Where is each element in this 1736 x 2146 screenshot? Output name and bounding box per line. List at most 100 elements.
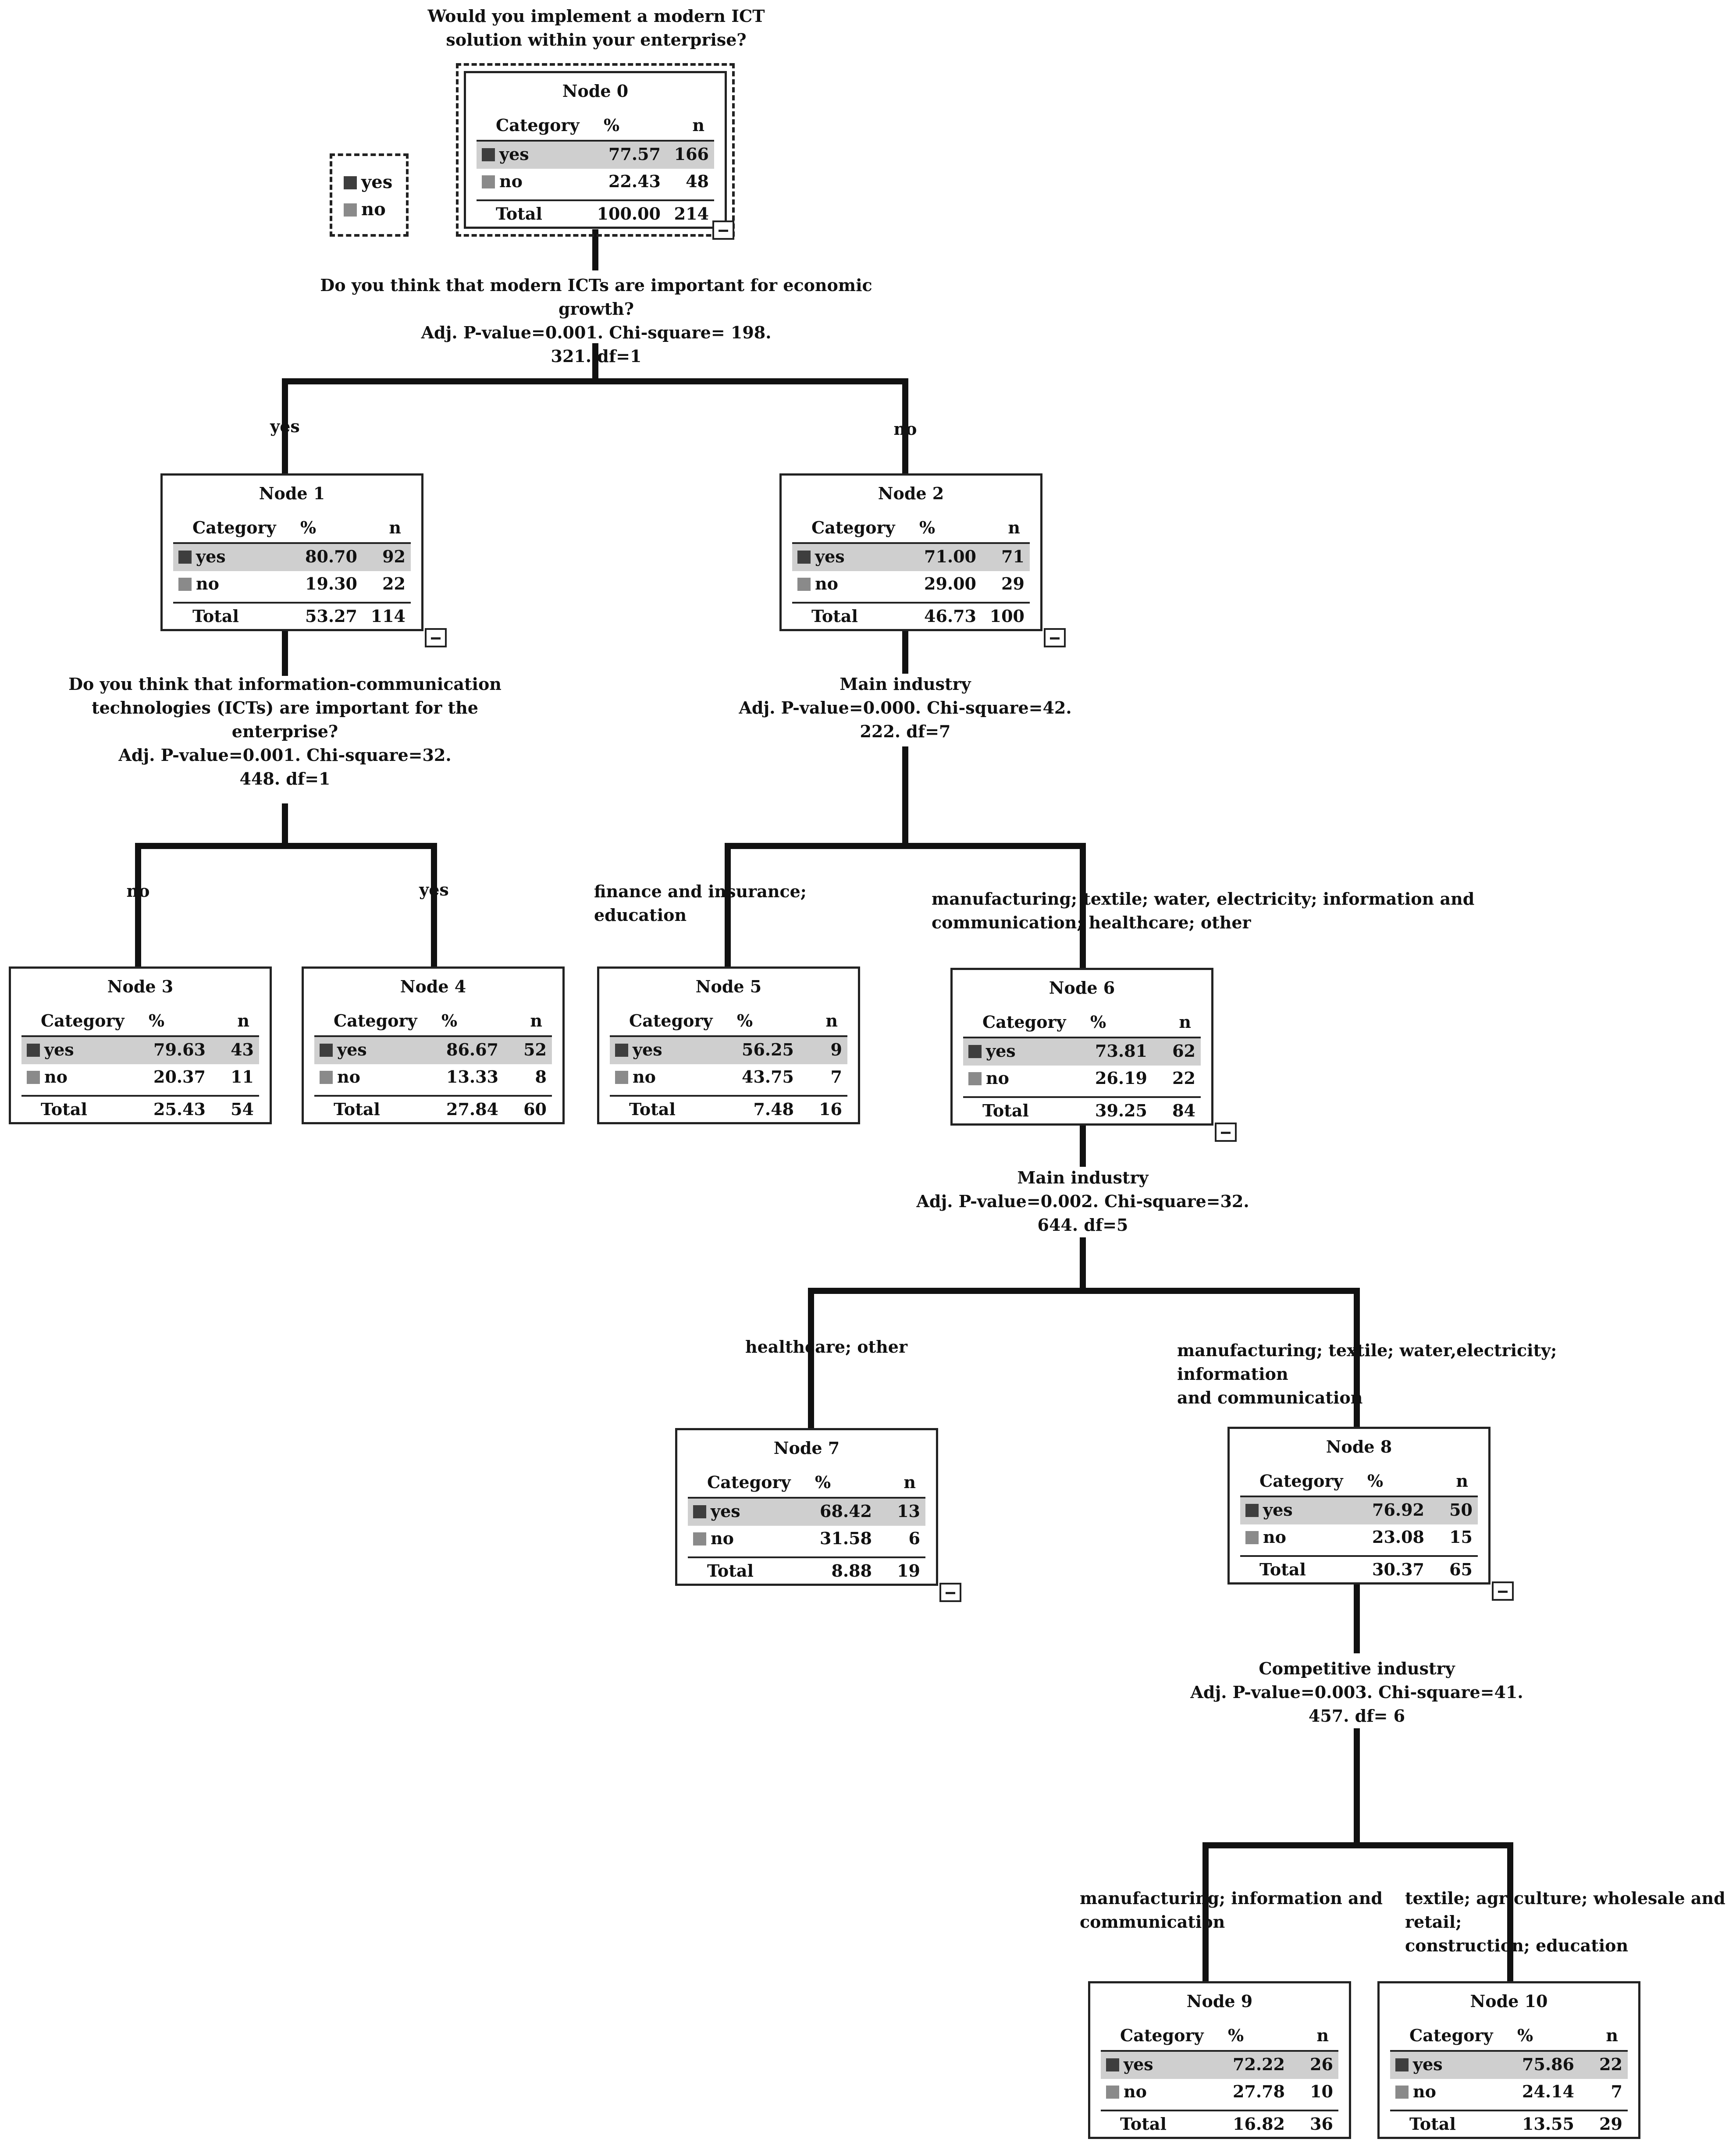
row-no-label: no bbox=[27, 1067, 68, 1087]
row-no-text: no bbox=[337, 1067, 360, 1087]
row-yes-n: 52 bbox=[523, 1040, 547, 1059]
tree-node-10[interactable]: Node 10 Category % n yes 75.86 22 no 24.… bbox=[1377, 1981, 1640, 2139]
collapse-button[interactable] bbox=[1492, 1581, 1514, 1601]
row-yes-text: yes bbox=[44, 1040, 74, 1059]
row-no: no 24.14 7 bbox=[1390, 2079, 1628, 2106]
row-no-label: no bbox=[1245, 1527, 1286, 1547]
collapse-button[interactable] bbox=[1044, 628, 1066, 647]
row-yes: yes 86.67 52 bbox=[314, 1037, 552, 1064]
edge-split1-branches bbox=[135, 843, 437, 970]
tree-node-5[interactable]: Node 5 Category % n yes 56.25 9 no 43.75… bbox=[597, 966, 860, 1124]
swatch-yes bbox=[1106, 2058, 1119, 2071]
row-yes-label: yes bbox=[615, 1040, 662, 1059]
row-no-n: 15 bbox=[1449, 1527, 1473, 1547]
row-yes-percent: 76.92 bbox=[1372, 1500, 1424, 1520]
row-no-text: no bbox=[986, 1068, 1009, 1088]
node-table-header: Category % n bbox=[21, 1011, 259, 1037]
row-yes-percent: 73.81 bbox=[1095, 1041, 1147, 1061]
row-no-label: no bbox=[1106, 2082, 1147, 2101]
header-category: Category bbox=[496, 115, 580, 135]
row-total-label: Total bbox=[982, 1101, 1029, 1120]
node-table-header: Category % n bbox=[477, 115, 714, 142]
tree-node-2[interactable]: Node 2 Category % n yes 71.00 71 no 29.0… bbox=[779, 473, 1066, 647]
tree-node-3[interactable]: Node 3 Category % n yes 79.63 43 no 20.3… bbox=[9, 966, 272, 1124]
node-table-header: Category % n bbox=[1101, 2025, 1338, 2052]
row-total-label: Total bbox=[1259, 1560, 1306, 1579]
tree-node-1[interactable]: Node 1 Category % n yes 80.70 92 no 19.3… bbox=[160, 473, 447, 647]
legend-swatch-yes bbox=[344, 176, 357, 189]
row-no-percent: 31.58 bbox=[820, 1528, 872, 1548]
node-table: Category % n yes 73.81 62 no 26.19 22 To… bbox=[963, 1012, 1201, 1125]
branch-label-node8: manufacturing; textile; water,electricit… bbox=[1177, 1340, 1557, 1407]
header-category: Category bbox=[707, 1472, 791, 1492]
swatch-no bbox=[1245, 1531, 1259, 1544]
row-yes-percent: 77.57 bbox=[608, 144, 661, 164]
node-table: Category % n yes 86.67 52 no 13.33 8 Tot… bbox=[314, 1011, 552, 1124]
swatch-yes bbox=[1395, 2058, 1409, 2071]
row-no: no 43.75 7 bbox=[610, 1064, 847, 1091]
node-table: Category % n yes 80.70 92 no 19.30 22 To… bbox=[173, 518, 411, 631]
header-n: n bbox=[825, 1011, 838, 1030]
row-no-percent: 22.43 bbox=[608, 171, 661, 191]
node-table-header: Category % n bbox=[1240, 1471, 1478, 1497]
swatch-no bbox=[482, 175, 495, 188]
row-total: Total 30.37 65 bbox=[1240, 1555, 1478, 1584]
tree-node-4[interactable]: Node 4 Category % n yes 86.67 52 no 13.3… bbox=[302, 966, 565, 1124]
row-total: Total 7.48 16 bbox=[610, 1095, 847, 1124]
collapse-button[interactable] bbox=[1215, 1123, 1237, 1142]
header-category: Category bbox=[192, 518, 276, 537]
row-yes-n: 62 bbox=[1172, 1041, 1195, 1061]
legend-item-no: no bbox=[344, 199, 386, 220]
row-total-label: Total bbox=[629, 1099, 676, 1119]
row-yes-label: yes bbox=[693, 1501, 740, 1521]
collapse-button[interactable] bbox=[425, 628, 447, 647]
edge-split3-branches bbox=[808, 1288, 1360, 1430]
row-yes-text: yes bbox=[986, 1041, 1016, 1061]
row-yes: yes 80.70 92 bbox=[173, 544, 411, 571]
row-no: no 20.37 11 bbox=[21, 1064, 259, 1091]
row-total: Total 16.82 36 bbox=[1101, 2110, 1338, 2139]
row-no-n: 6 bbox=[908, 1528, 920, 1548]
collapse-button[interactable] bbox=[939, 1583, 961, 1602]
node-table-header: Category % n bbox=[1390, 2025, 1628, 2052]
swatch-yes bbox=[797, 551, 811, 564]
row-total-label: Total bbox=[1120, 2114, 1167, 2134]
row-no-percent: 26.19 bbox=[1095, 1068, 1147, 1088]
row-no-percent: 29.00 bbox=[924, 574, 976, 593]
tree-node-7[interactable]: Node 7 Category % n yes 68.42 13 no 31.5… bbox=[675, 1428, 961, 1602]
header-percent: % bbox=[1228, 2025, 1244, 2045]
node-title: Node 3 bbox=[107, 977, 174, 996]
row-yes-n: 26 bbox=[1310, 2054, 1333, 2074]
row-total-label: Total bbox=[811, 606, 858, 626]
row-yes-text: yes bbox=[711, 1501, 740, 1521]
row-yes-n: 50 bbox=[1449, 1500, 1473, 1520]
row-yes-n: 71 bbox=[1001, 547, 1025, 566]
tree-node-9[interactable]: Node 9 Category % n yes 72.22 26 no 27.7… bbox=[1088, 1981, 1351, 2139]
row-yes-percent: 71.00 bbox=[924, 547, 976, 566]
tree-node-6[interactable]: Node 6 Category % n yes 73.81 62 no 26.1… bbox=[950, 968, 1237, 1142]
swatch-no bbox=[693, 1532, 706, 1546]
tree-node-8[interactable]: Node 8 Category % n yes 76.92 50 no 23.0… bbox=[1227, 1427, 1514, 1601]
row-no-text: no bbox=[1413, 2082, 1436, 2101]
row-no: no 29.00 29 bbox=[792, 571, 1030, 598]
row-yes-label: yes bbox=[27, 1040, 74, 1059]
row-yes-text: yes bbox=[1124, 2054, 1153, 2074]
row-total-percent: 27.84 bbox=[446, 1099, 498, 1119]
node-title: Node 9 bbox=[1186, 1991, 1253, 2011]
split-text-3: Main industry Adj. P-value=0.002. Chi-sq… bbox=[916, 1168, 1249, 1235]
row-no: no 27.78 10 bbox=[1101, 2079, 1338, 2106]
header-n: n bbox=[1179, 1012, 1191, 1032]
swatch-no bbox=[1395, 2086, 1409, 2099]
row-yes-label: yes bbox=[1395, 2054, 1443, 2074]
tree-node-0[interactable]: Node 0 Category % n yes 77.57 166 no 22.… bbox=[456, 63, 735, 240]
row-yes: yes 72.22 26 bbox=[1101, 2052, 1338, 2079]
collapse-button[interactable] bbox=[712, 220, 734, 240]
row-total: Total 46.73 100 bbox=[792, 602, 1030, 631]
row-total-n: 19 bbox=[897, 1561, 920, 1581]
row-no-n: 11 bbox=[231, 1067, 254, 1087]
split-text-2: Main industry Adj. P-value=0.000. Chi-sq… bbox=[739, 674, 1072, 741]
row-total-label: Total bbox=[192, 606, 239, 626]
node-title: Node 5 bbox=[695, 977, 762, 996]
row-no: no 31.58 6 bbox=[688, 1526, 925, 1553]
row-total: Total 13.55 29 bbox=[1390, 2110, 1628, 2139]
